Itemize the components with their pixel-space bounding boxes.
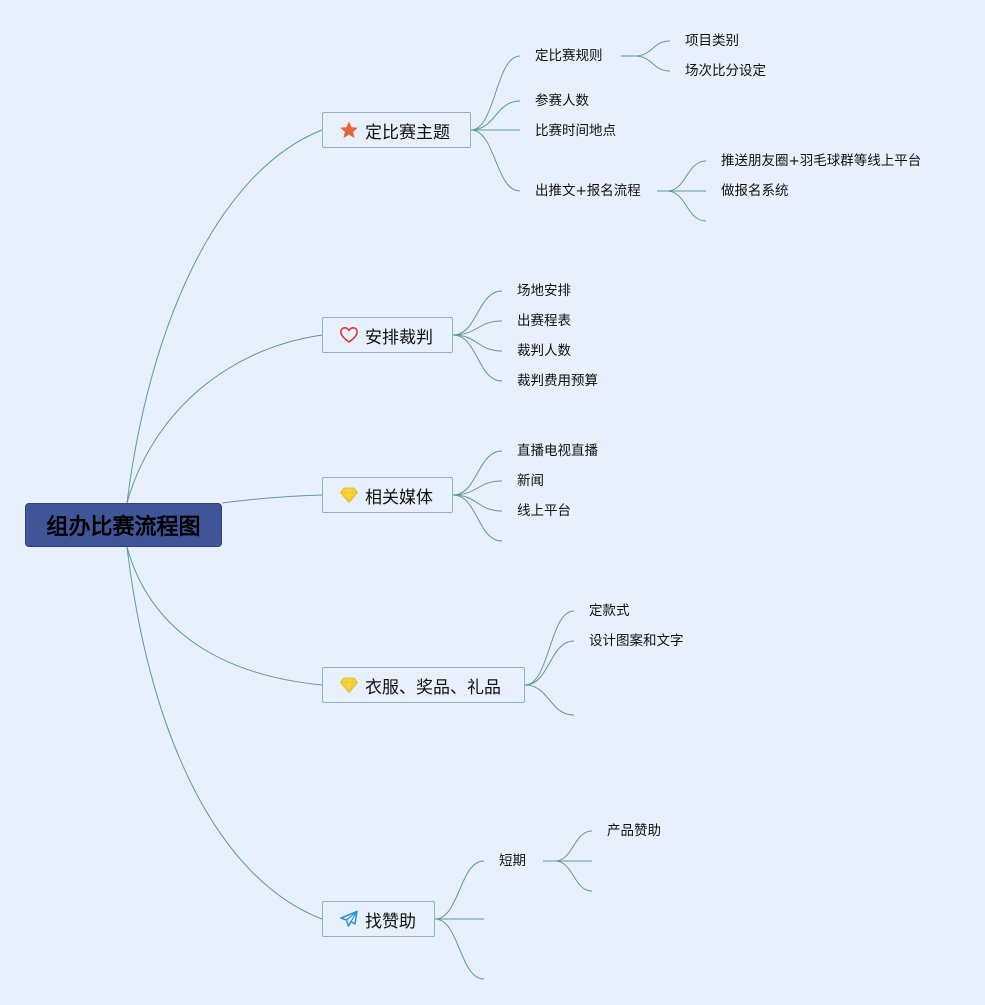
link-empty-5 [434, 918, 485, 980]
branch-topic-label: 安排裁判 [365, 327, 433, 348]
paper-plane-icon [339, 909, 359, 929]
subtopic-post-registration[interactable]: 出推文+报名流程 [535, 183, 641, 199]
subtopic-referee-count[interactable]: 裁判人数 [517, 343, 571, 359]
link-empty-1 [666, 190, 707, 222]
root-link-3 [221, 494, 323, 504]
link-push [666, 160, 707, 192]
link-live [452, 450, 503, 496]
link-empty-3 [524, 684, 575, 716]
root-link-4 [126, 546, 323, 686]
branch-topic-sponsors[interactable]: 找赞助 [322, 901, 435, 937]
link-post-registration [470, 129, 521, 192]
root-topic[interactable]: 组办比赛流程图 [25, 503, 222, 547]
link-short-term [434, 860, 485, 920]
subtopic-registration-system[interactable]: 做报名系统 [721, 183, 789, 199]
subtopic-design[interactable]: 设计图案和文字 [589, 633, 684, 649]
branch-topic-label: 定比赛主题 [365, 122, 450, 143]
subtopic-short-term[interactable]: 短期 [499, 853, 526, 869]
subtopic-participants[interactable]: 参赛人数 [535, 93, 589, 109]
subtopic-venue[interactable]: 场地安排 [517, 283, 571, 299]
link-empty-7 [554, 860, 593, 892]
branch-topic-label: 找赞助 [365, 911, 416, 932]
link-ref-budget [452, 334, 503, 382]
root-topic-label: 组办比赛流程图 [46, 515, 201, 540]
star-icon [339, 120, 359, 140]
branch-topic-rules[interactable]: 定比赛主题 [322, 112, 471, 148]
branch-topic-label: 衣服、奖品、礼品 [365, 677, 501, 698]
link-participants [470, 100, 521, 131]
link-ref-count [452, 334, 503, 352]
subtopic-time-place[interactable]: 比赛时间地点 [535, 123, 616, 139]
subtopic-schedule[interactable]: 出赛程表 [517, 313, 571, 329]
subtopic-score-settings[interactable]: 场次比分设定 [685, 63, 766, 79]
subtopic-rules[interactable]: 定比赛规则 [535, 48, 603, 64]
link-venue [452, 290, 503, 336]
subtopic-item-category[interactable]: 项目类别 [685, 33, 739, 49]
link-product [554, 830, 593, 862]
branch-topic-label: 相关媒体 [365, 487, 433, 508]
subtopic-style[interactable]: 定款式 [589, 603, 630, 619]
link-news [452, 480, 503, 496]
link-style [524, 610, 575, 686]
subtopic-product-sponsor[interactable]: 产品赞助 [607, 823, 661, 839]
subtopic-push-online[interactable]: 推送朋友圈+羽毛球群等线上平台 [721, 153, 922, 169]
heart-icon [339, 325, 359, 345]
link-schedule [452, 320, 503, 336]
subtopic-live-tv[interactable]: 直播电视直播 [517, 443, 598, 459]
diamond-icon [339, 675, 359, 695]
root-link-5 [126, 546, 323, 920]
diamond-icon [339, 485, 359, 505]
branch-topic-media[interactable]: 相关媒体 [322, 477, 453, 513]
link-rules [470, 55, 521, 131]
root-link-2 [126, 334, 323, 504]
subtopic-online-platform[interactable]: 线上平台 [517, 503, 571, 519]
branch-topic-referees[interactable]: 安排裁判 [322, 317, 453, 353]
branch-topic-merch[interactable]: 衣服、奖品、礼品 [322, 667, 525, 703]
link-score [634, 55, 671, 72]
root-link-1 [126, 129, 323, 504]
link-online [452, 494, 503, 512]
link-category [634, 40, 671, 57]
link-design [524, 640, 575, 686]
subtopic-news[interactable]: 新闻 [517, 473, 544, 489]
subtopic-referee-budget[interactable]: 裁判费用预算 [517, 373, 598, 389]
link-empty-2 [452, 494, 503, 542]
